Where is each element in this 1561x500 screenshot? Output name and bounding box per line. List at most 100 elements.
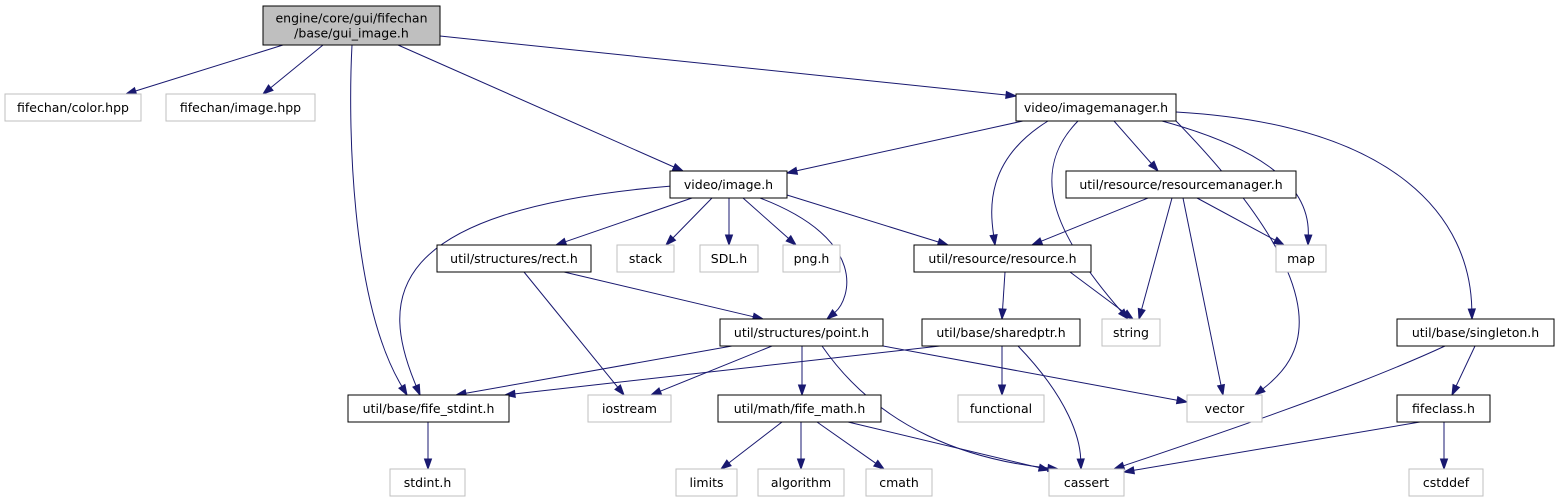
node-cstddef: cstddef — [1408, 468, 1484, 497]
node-label: vector — [1205, 401, 1246, 416]
node-stack: stack — [616, 244, 675, 273]
node-resourcemanager[interactable]: util/resource/resourcemanager.h — [1065, 170, 1297, 199]
edge-fife_stdint-to-stdint_h — [423, 422, 433, 471]
node-singleton[interactable]: util/base/singleton.h — [1396, 318, 1555, 347]
node-fife-math[interactable]: util/math/fife_math.h — [717, 394, 882, 423]
node-label: fifechan/color.hpp — [17, 100, 129, 115]
node-label: /base/gui_image.h — [294, 26, 409, 41]
edge-singleton-to-cassert — [1112, 345, 1446, 470]
edge-gui_image-to-fife_stdint — [350, 44, 408, 397]
node-label: fifeclass.h — [1412, 401, 1475, 416]
edge-gui_image-to-imagemanager — [439, 35, 1018, 100]
node-label: util/math/fife_math.h — [734, 401, 866, 416]
edge-fife_math-to-cassert — [847, 421, 1051, 472]
edge-imagemanager-to-string — [1051, 120, 1130, 321]
node-label: map — [1287, 251, 1315, 266]
edge-fife_math-to-cmath — [816, 421, 886, 470]
node-label: string — [1113, 325, 1149, 340]
edge-rect-to-iostream — [523, 271, 625, 397]
node-string: string — [1101, 318, 1161, 347]
edge-resourcemanager-to-map — [1196, 197, 1286, 246]
node-image-h[interactable]: video/image.h — [669, 170, 788, 199]
node-png: png.h — [782, 244, 841, 273]
edge-fife_math-to-limits — [719, 421, 783, 470]
edge-fifeclass-to-cstddef — [1439, 422, 1449, 471]
edge-fifeclass-to-cassert — [1122, 421, 1421, 475]
edge-resource-to-string — [1069, 271, 1135, 320]
node-sharedptr[interactable]: util/base/sharedptr.h — [921, 318, 1081, 347]
node-sdl: SDL.h — [699, 244, 759, 273]
node-imagemanager[interactable]: video/imagemanager.h — [1015, 93, 1177, 122]
node-label: cmath — [879, 475, 919, 490]
edge-imagemanager-to-resource — [989, 120, 1049, 247]
edge-imagemanager-to-resourcemanager — [1113, 120, 1160, 173]
nodes-layer: engine/core/gui/fifechan/base/gui_image.… — [4, 5, 1555, 497]
node-label: iostream — [602, 401, 657, 416]
edge-gui_image-to-color_hpp — [124, 44, 284, 95]
node-algorithm: algorithm — [757, 468, 845, 497]
node-fife-stdint[interactable]: util/base/fife_stdint.h — [347, 394, 510, 423]
node-point[interactable]: util/structures/point.h — [719, 318, 884, 347]
node-label: SDL.h — [711, 251, 747, 266]
node-label: util/resource/resourcemanager.h — [1079, 177, 1282, 192]
edge-sharedptr-to-fife_stdint — [503, 345, 941, 399]
node-label: functional — [970, 401, 1032, 416]
edge-imagemanager-to-map — [1161, 120, 1313, 247]
node-vector: vector — [1186, 394, 1263, 423]
node-label: algorithm — [771, 475, 831, 490]
node-cmath: cmath — [865, 468, 933, 497]
edges-layer — [124, 35, 1476, 475]
node-label: util/structures/rect.h — [450, 251, 578, 266]
edge-image_h-to-fife_stdint — [399, 185, 673, 397]
node-gui-image[interactable]: engine/core/gui/fifechan/base/gui_image.… — [262, 5, 441, 46]
edge-resource-to-sharedptr — [998, 271, 1007, 321]
edge-image_h-to-png — [742, 197, 798, 247]
node-label: video/image.h — [684, 177, 773, 192]
node-cassert: cassert — [1048, 468, 1125, 497]
edge-point-to-iostream — [649, 345, 773, 396]
node-label: cstddef — [1423, 475, 1470, 490]
node-rect[interactable]: util/structures/rect.h — [436, 244, 592, 273]
node-label: util/base/singleton.h — [1412, 325, 1539, 340]
edge-point-to-fife_stdint — [454, 345, 733, 398]
node-label: png.h — [794, 251, 830, 266]
node-fifeclass[interactable]: fifeclass.h — [1396, 394, 1491, 423]
edge-image_h-to-resource — [786, 194, 950, 246]
node-color-hpp: fifechan/color.hpp — [4, 93, 142, 122]
edge-image_h-to-sdl — [724, 198, 734, 247]
node-iostream: iostream — [587, 394, 672, 423]
node-label: util/resource/resource.h — [928, 251, 1076, 266]
edge-sharedptr-to-functional — [997, 346, 1007, 397]
edge-resourcemanager-to-string — [1137, 197, 1173, 321]
edge-gui_image-to-image_hpp — [261, 44, 324, 95]
edge-sharedptr-to-cassert — [1017, 345, 1085, 471]
node-label: cassert — [1064, 475, 1109, 490]
node-map: map — [1275, 244, 1327, 273]
edge-image_h-to-point — [759, 197, 848, 320]
node-label: fifechan/image.hpp — [180, 100, 301, 115]
node-label: limits — [689, 475, 723, 490]
node-image-hpp: fifechan/image.hpp — [165, 93, 316, 122]
edge-image_h-to-stack — [664, 197, 713, 247]
node-label: util/structures/point.h — [734, 325, 869, 340]
edge-point-to-vector — [882, 345, 1189, 405]
edge-rect-to-point — [563, 271, 765, 321]
node-label: stack — [629, 251, 663, 266]
node-label: stdint.h — [404, 475, 452, 490]
node-stdint-h: stdint.h — [389, 468, 466, 497]
edge-imagemanager-to-image_h — [785, 120, 1024, 175]
node-limits: limits — [675, 468, 738, 497]
node-functional: functional — [957, 394, 1045, 423]
node-resource[interactable]: util/resource/resource.h — [913, 244, 1092, 273]
edge-point-to-fife_math — [797, 346, 807, 397]
node-label: util/base/fife_stdint.h — [363, 401, 495, 416]
node-label: video/imagemanager.h — [1024, 100, 1168, 115]
edge-fife_math-to-algorithm — [796, 422, 806, 471]
edge-resourcemanager-to-resource — [1030, 197, 1149, 246]
edge-singleton-to-fifeclass — [1451, 345, 1476, 397]
edge-resourcemanager-to-vector — [1182, 197, 1225, 397]
node-label: engine/core/gui/fifechan — [275, 11, 427, 26]
node-label: util/base/sharedptr.h — [936, 325, 1065, 340]
edge-gui_image-to-image_h — [397, 44, 685, 172]
